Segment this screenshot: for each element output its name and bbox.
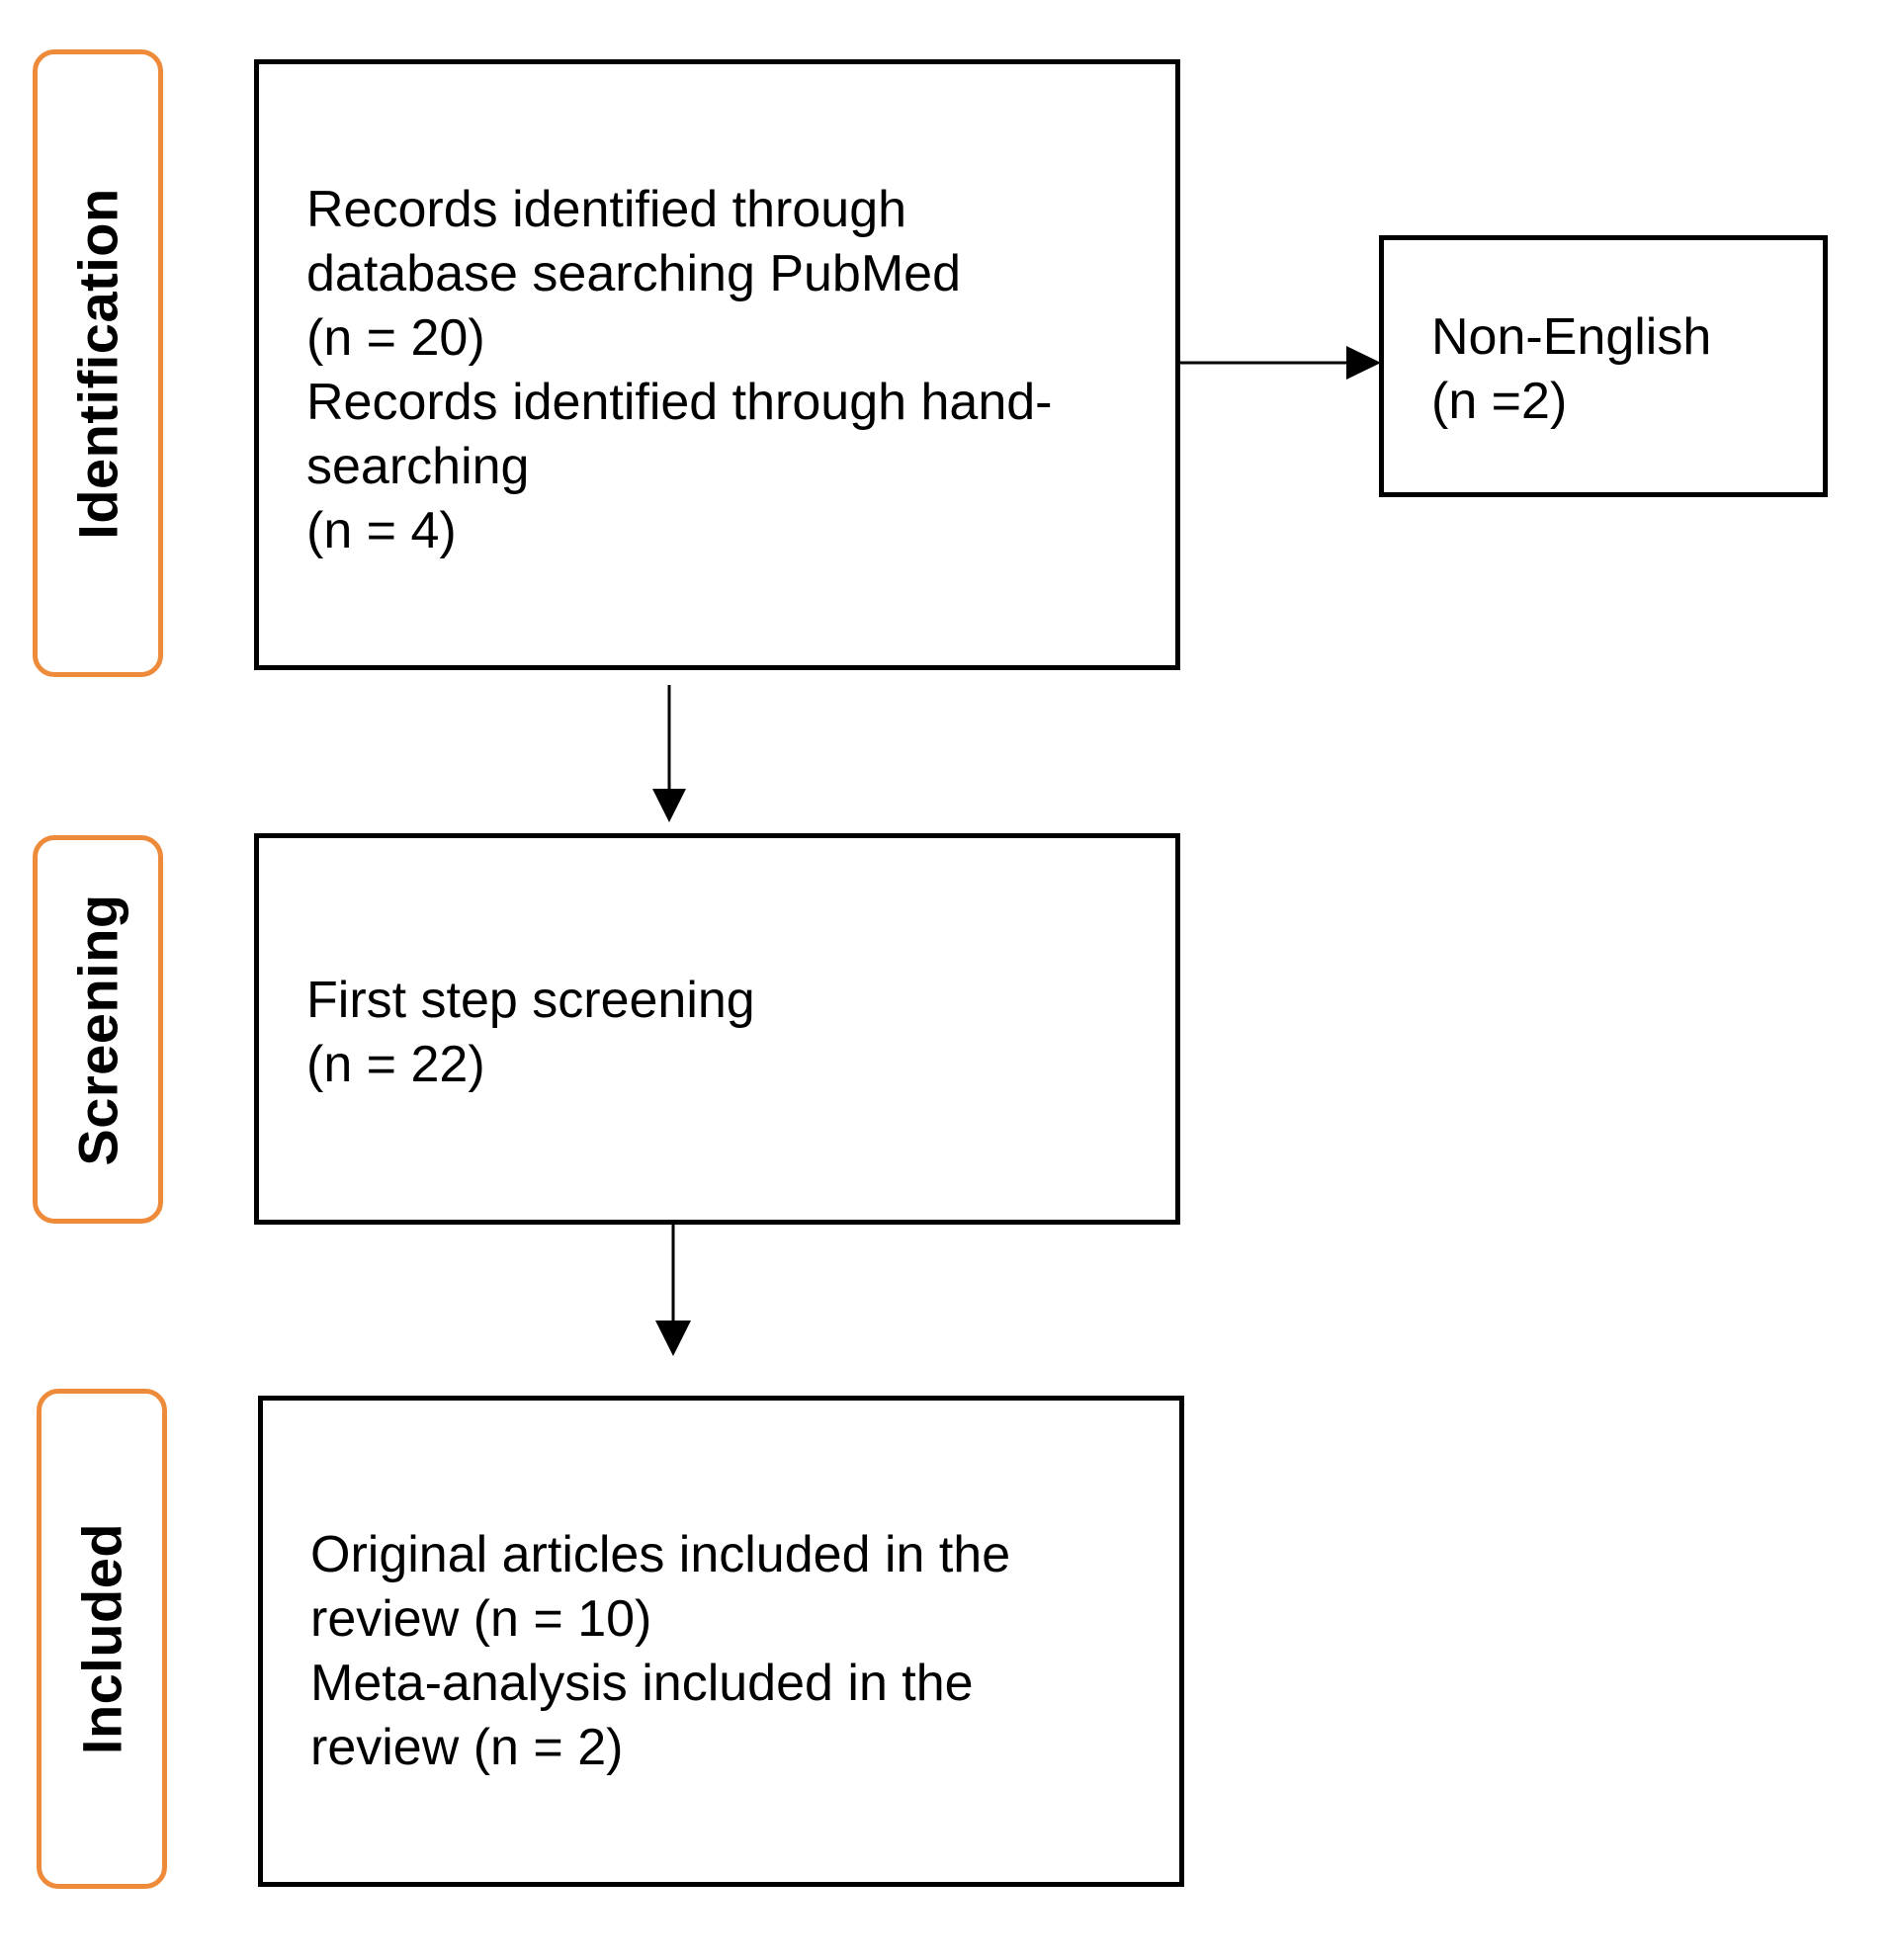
identification-line-5: searching — [306, 438, 530, 495]
identification-box: Records identified through database sear… — [254, 59, 1180, 670]
included-line-4: review (n = 2) — [310, 1719, 624, 1776]
phase-label-included-text: Included — [70, 1522, 133, 1755]
identification-line-2: database searching PubMed — [306, 245, 962, 302]
identification-line-3: (n = 20) — [306, 309, 485, 367]
arrow-screening-to-included — [655, 1225, 691, 1356]
phase-label-included: Included — [37, 1389, 167, 1889]
phase-label-screening-text: Screening — [66, 893, 129, 1166]
screening-line-2: (n = 22) — [306, 1036, 485, 1093]
included-line-3: Meta-analysis included in the — [310, 1655, 974, 1712]
identification-box-text: Records identified through database sear… — [306, 178, 1052, 563]
screening-line-1: First step screening — [306, 972, 755, 1029]
included-line-1: Original articles included in the — [310, 1526, 1011, 1583]
identification-line-6: (n = 4) — [306, 502, 457, 559]
excluded-box: Non-English (n =2) — [1379, 235, 1828, 497]
excluded-line-1: Non-English — [1431, 308, 1712, 366]
phase-label-identification: Identification — [33, 49, 163, 677]
arrow-identification-to-screening — [652, 685, 686, 822]
included-box: Original articles included in the review… — [258, 1396, 1184, 1887]
phase-label-identification-text: Identification — [66, 187, 129, 540]
included-box-text: Original articles included in the review… — [310, 1523, 1010, 1780]
screening-box-text: First step screening (n = 22) — [306, 969, 755, 1097]
screening-box: First step screening (n = 22) — [254, 833, 1180, 1225]
excluded-line-2: (n =2) — [1431, 373, 1568, 430]
included-line-2: review (n = 10) — [310, 1590, 652, 1648]
identification-line-4: Records identified through hand- — [306, 374, 1053, 431]
identification-line-1: Records identified through — [306, 181, 907, 238]
phase-label-screening: Screening — [33, 835, 163, 1224]
arrow-identification-to-excluded — [1180, 346, 1381, 380]
excluded-box-text: Non-English (n =2) — [1431, 305, 1711, 434]
